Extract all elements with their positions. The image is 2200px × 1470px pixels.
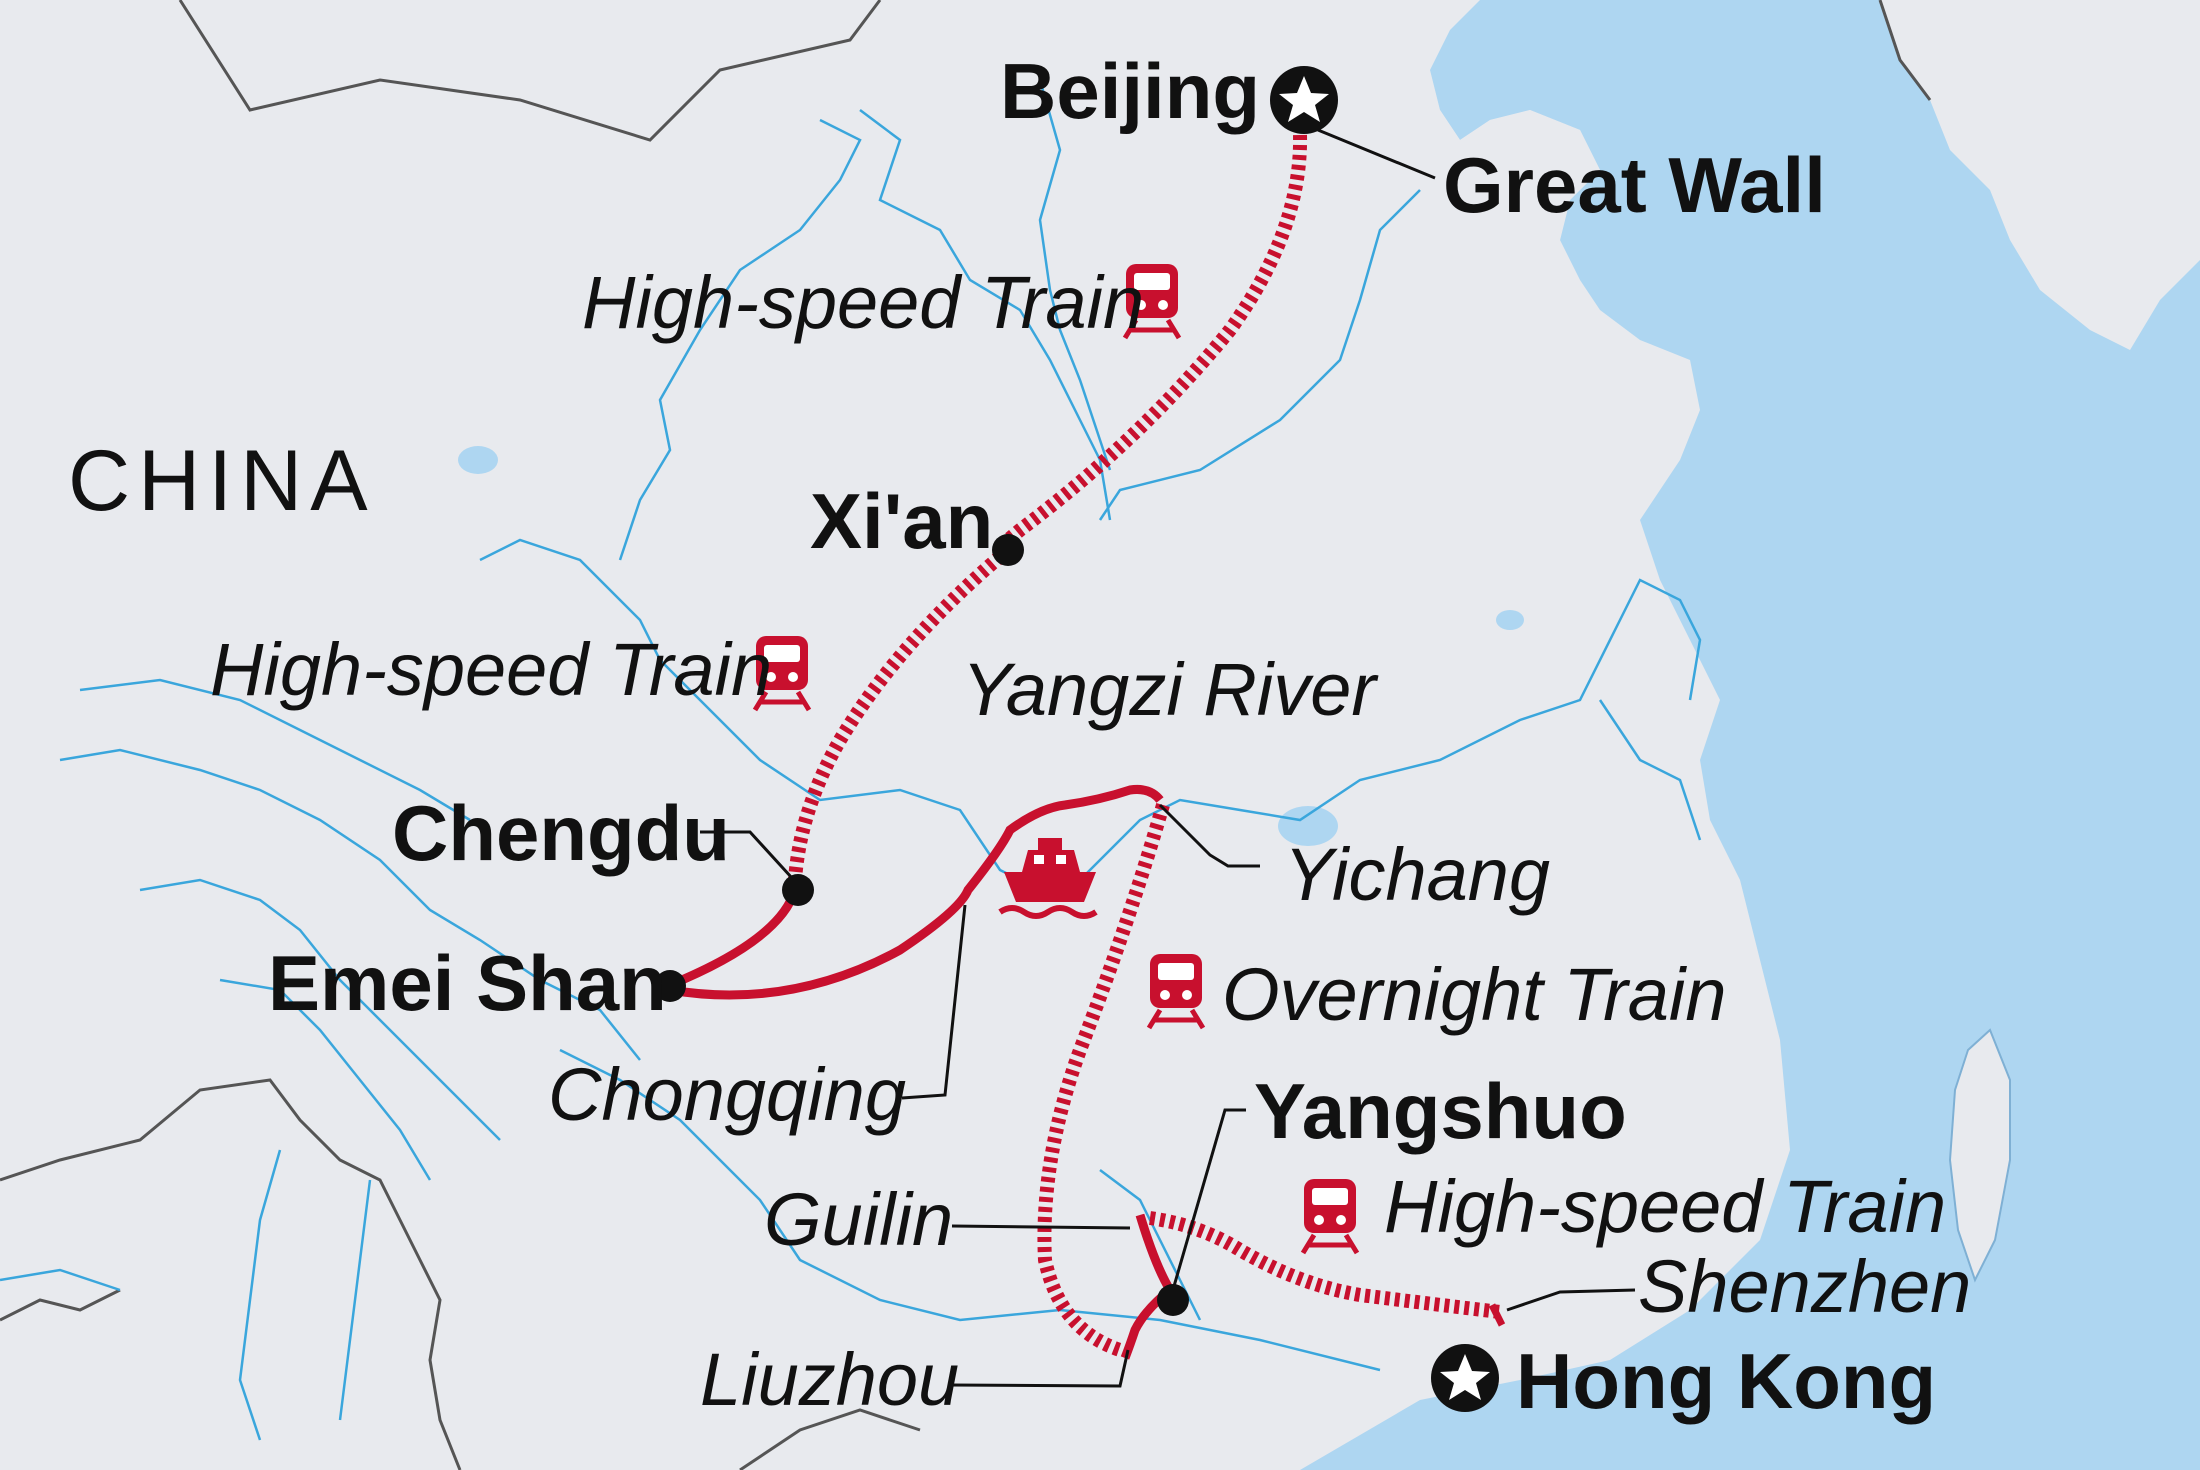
label-emei-shan: Emei Shan (268, 939, 667, 1027)
label-shenzhen: Shenzhen (1638, 1245, 1971, 1328)
hainan-island (1100, 1420, 1230, 1470)
star-icon (1440, 1354, 1490, 1400)
dot-marker-icon-emeishan (654, 970, 686, 1002)
route-shenzhen-spur (1488, 1303, 1506, 1327)
dot-marker-icon-xian (992, 534, 1024, 566)
rivers (0, 79, 1702, 1441)
star-icon (1279, 76, 1329, 122)
country-borders (0, 0, 1932, 1470)
label-chongqing: Chongqing (548, 1053, 906, 1136)
route-yichang-guilin-dashed (1037, 803, 1170, 1357)
label-xian: Xi'an (810, 477, 993, 565)
leader-lines (700, 128, 1636, 1388)
label-train-overnight: Overnight Train (1222, 953, 1727, 1036)
korea-land (1880, 0, 2200, 350)
lake-qinghai (458, 446, 498, 474)
label-hong-kong: Hong Kong (1516, 1337, 1936, 1425)
label-guilin: Guilin (764, 1178, 953, 1261)
taiwan-island (1948, 1028, 2011, 1283)
label-liuzhou: Liuzhou (700, 1338, 959, 1421)
lake-dongting (1278, 806, 1338, 846)
label-chengdu: Chengdu (392, 789, 730, 877)
label-great-wall: Great Wall (1443, 141, 1826, 229)
route-guilin-liuzhou (1120, 1213, 1176, 1360)
route-lines (668, 134, 1506, 1360)
label-yangzi-river: Yangzi River (962, 648, 1379, 731)
markers (654, 66, 1499, 1412)
route-xian-chengdu-dashed (788, 544, 1013, 881)
label-train-beijing-xian: High-speed Train (582, 261, 1144, 344)
shandong-land (1440, 110, 1600, 240)
route-emeishan-yichang-boat (669, 785, 1164, 1000)
route-guilin-hongkong-dashed (1148, 1211, 1501, 1319)
label-train-guilin-hongkong: High-speed Train (1384, 1165, 1946, 1248)
label-train-xian-chengdu: High-speed Train (210, 628, 772, 711)
dot-marker-icon-yangshuo (1157, 1284, 1189, 1316)
label-yichang: Yichang (1284, 833, 1550, 916)
label-yangshuo: Yangshuo (1254, 1067, 1627, 1155)
boat-icon (998, 838, 1098, 919)
dot-marker-icon-chengdu (782, 874, 814, 906)
lake-chao (1496, 610, 1524, 630)
country-label: CHINA (68, 433, 376, 529)
label-beijing: Beijing (1000, 47, 1260, 135)
